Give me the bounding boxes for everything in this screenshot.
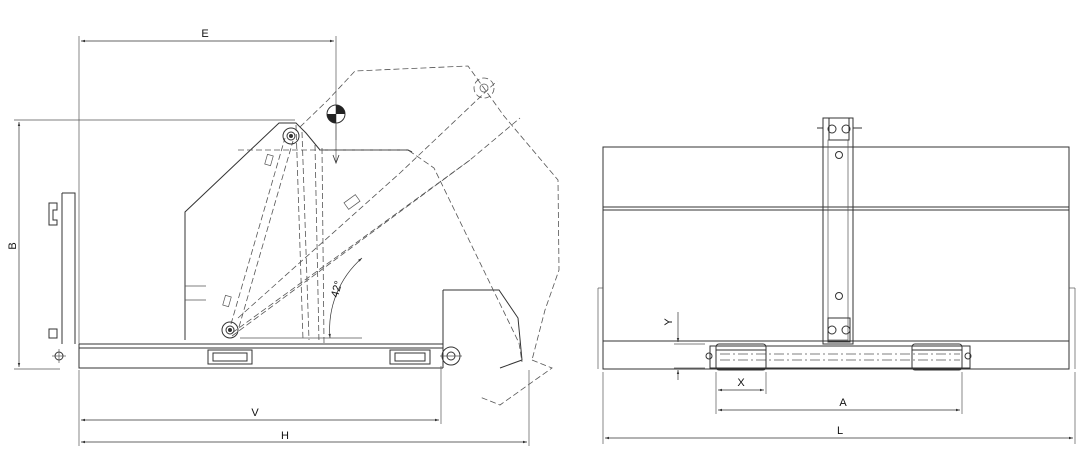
dimension-b: B — [7, 119, 295, 370]
bucket-front-body — [597, 146, 1076, 370]
dimension-l: L — [602, 372, 1076, 444]
dimension-a-label: A — [839, 397, 847, 409]
dimension-h-label: H — [281, 430, 289, 442]
bucket-closed-outline — [238, 124, 523, 363]
angle-label: 42° — [329, 280, 345, 299]
pivot-top — [473, 77, 495, 99]
bucket-tipped-outline — [231, 65, 560, 406]
dimension-h: H — [81, 370, 530, 446]
dimension-y-label: Y — [663, 318, 675, 326]
front-view: Y X A L — [597, 117, 1076, 444]
dimension-e: E — [78, 28, 337, 344]
cylinder-pin-top — [282, 127, 300, 145]
base-blocks — [207, 349, 431, 365]
bucket-side-body — [78, 122, 523, 369]
center-arm — [817, 117, 862, 345]
side-view: E B — [7, 28, 560, 446]
dimension-b-label: B — [7, 242, 19, 249]
cylinder-pin-bottom — [221, 321, 239, 339]
tip-angle: 42° — [240, 257, 363, 339]
dimension-x: X — [715, 372, 767, 414]
dimension-e-label: E — [201, 28, 208, 40]
dimension-v-label: V — [251, 407, 259, 419]
dimension-y: Y — [663, 312, 705, 380]
bottom-rail — [705, 343, 972, 371]
center-of-gravity-icon — [326, 104, 346, 165]
dimension-a: A — [718, 372, 963, 414]
dimension-x-label: X — [737, 377, 745, 389]
dimension-v: V — [78, 366, 442, 446]
front-hinge — [440, 346, 462, 366]
mounting-frame — [48, 192, 76, 363]
hydraulic-cylinder — [222, 137, 471, 334]
dimension-l-label: L — [837, 425, 843, 437]
